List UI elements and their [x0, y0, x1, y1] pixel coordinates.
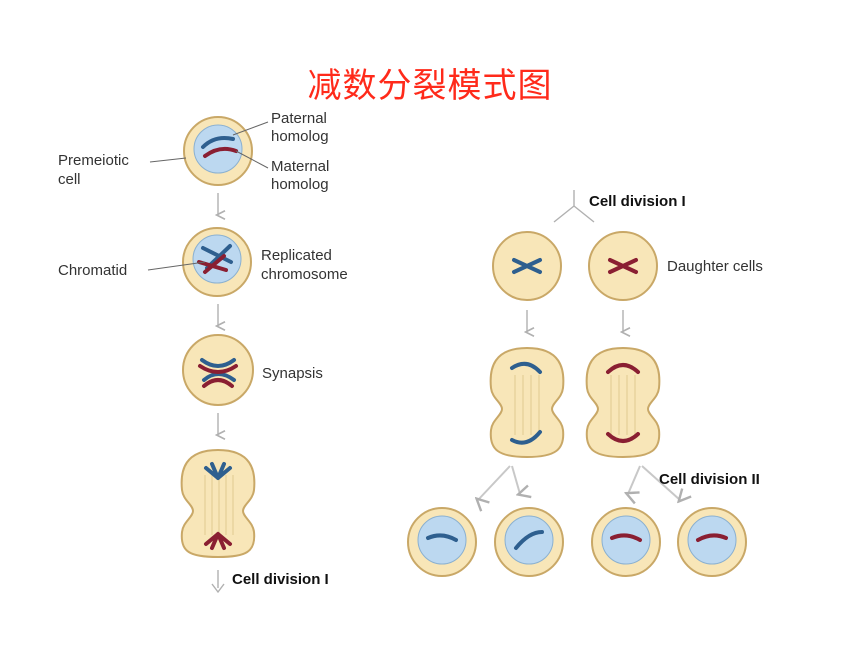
cell-division-1-right-label: Cell division I — [589, 193, 686, 210]
paternal-chromosome — [201, 136, 235, 149]
premeiotic-label: Premeiotic — [58, 152, 129, 169]
replicated-cell — [182, 227, 252, 297]
premeiotic-label-2: cell — [58, 171, 81, 188]
chromatid-label: Chromatid — [58, 262, 127, 279]
final-cell-2 — [494, 507, 564, 577]
paternal-label: Paternal — [271, 110, 327, 127]
dividing-cell-right-2 — [585, 346, 661, 459]
cell-division-2-label: Cell division II — [659, 471, 760, 488]
dividing-cell-left — [180, 448, 256, 559]
maternal-label-2: homolog — [271, 176, 329, 193]
daughter-cell-1 — [492, 231, 562, 301]
cell-division-1-left-label: Cell division I — [232, 571, 329, 588]
arrow-icon — [511, 465, 520, 494]
final-cell-3 — [591, 507, 661, 577]
replicated-label: Replicated — [261, 247, 332, 264]
daughter-cell-2 — [588, 231, 658, 301]
daughter-cells-label: Daughter cells — [667, 258, 763, 275]
dividing-cell-right-1 — [489, 346, 565, 459]
arrow-icon — [641, 465, 680, 500]
maternal-label: Maternal — [271, 158, 329, 175]
paternal-label-2: homolog — [271, 128, 329, 145]
maternal-chromosome — [203, 146, 238, 158]
synapsis-cell — [182, 334, 254, 406]
final-cell-4 — [677, 507, 747, 577]
arrow-icon — [478, 465, 511, 500]
diagram-title: 减数分裂模式图 — [307, 66, 553, 106]
final-cell-1 — [407, 507, 477, 577]
synapsis-label: Synapsis — [262, 365, 323, 382]
replicated-label-2: chromosome — [261, 266, 348, 283]
premeiotic-cell — [183, 116, 253, 186]
fork-arrow-icon — [211, 570, 225, 594]
arrow-icon — [628, 465, 641, 494]
fork-arrow-icon — [553, 190, 595, 223]
